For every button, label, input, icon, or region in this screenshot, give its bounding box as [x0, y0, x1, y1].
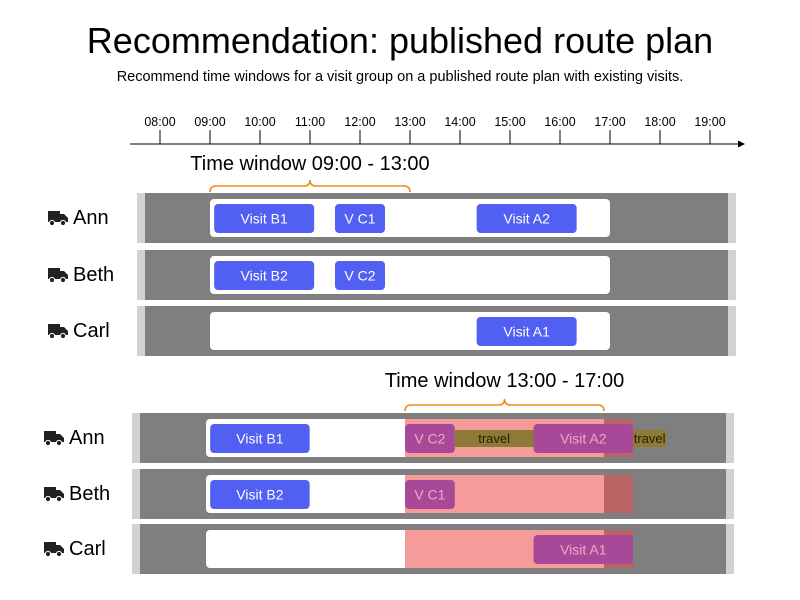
lane-beth: Beth Visit B2 V C2: [48, 250, 736, 300]
visit-block[interactable]: [334, 204, 385, 233]
lane-fade-right: [728, 193, 736, 243]
visit-label: Visit A1: [560, 542, 607, 558]
lane-carl: Carl Visit A1: [48, 306, 736, 356]
time-tick-label: 08:00: [144, 115, 175, 129]
time-tick-label: 16:00: [544, 115, 575, 129]
time-window-bracket: [209, 179, 411, 193]
visit-label: V C1: [344, 211, 375, 227]
visit-label: Visit B2: [241, 268, 288, 284]
recommended-visit-block[interactable]: [405, 480, 455, 509]
lane-name: Carl: [73, 320, 110, 342]
visit-block[interactable]: [214, 261, 315, 290]
visit-block[interactable]: [476, 204, 577, 233]
truck-icon: [44, 487, 64, 503]
time-tick-label: 14:00: [444, 115, 475, 129]
time-tick-label: 11:00: [295, 115, 325, 129]
time-tick-label: 17:00: [594, 115, 625, 129]
visit-block[interactable]: [210, 480, 310, 509]
lane-ann: Ann Visit B1 V C2 travel Visit A2 travel: [44, 413, 734, 463]
truck-icon: [48, 211, 68, 227]
lane-fade-left: [137, 193, 145, 243]
visit-label: Visit B2: [236, 487, 283, 503]
travel-segment: [454, 430, 534, 447]
time-tick-label: 10:00: [244, 115, 275, 129]
time-tick-label: 12:00: [344, 115, 375, 129]
recommended-visit-block[interactable]: [533, 424, 634, 453]
lane-beth: Beth Visit B2 V C1: [44, 469, 734, 519]
visit-block[interactable]: [334, 261, 385, 290]
lane-fade-right: [726, 524, 734, 574]
lane-carl: Carl Visit A1: [44, 524, 734, 574]
truck-icon: [44, 542, 64, 558]
lane-fade-left: [132, 413, 140, 463]
lane-fade-right: [728, 306, 736, 356]
lane-name: Ann: [73, 207, 109, 229]
visit-label: Visit A1: [503, 324, 550, 340]
travel-label: travel: [478, 431, 510, 446]
visit-label: Visit B1: [241, 211, 288, 227]
lane-name: Carl: [69, 538, 106, 560]
visit-block[interactable]: [476, 317, 577, 346]
lane-fade-left: [132, 469, 140, 519]
visit-label: V C1: [414, 487, 445, 503]
lane-fade-right: [728, 250, 736, 300]
lane-fade-right: [726, 469, 734, 519]
recommended-zone-overflow: [604, 475, 634, 513]
travel-segment: [633, 430, 667, 447]
visit-block[interactable]: [214, 204, 315, 233]
lane-fade-left: [137, 306, 145, 356]
page-title: Recommendation: published route plan: [86, 20, 714, 61]
page-subtitle: Recommend time windows for a visit group…: [116, 69, 684, 85]
lane-ann: Ann Visit B1 V C1 Visit A2: [48, 193, 736, 243]
visit-block[interactable]: [210, 424, 310, 453]
lane-name: Beth: [69, 483, 110, 505]
recommended-visit-block[interactable]: [533, 535, 634, 564]
time-tick-label: 13:00: [394, 115, 425, 129]
lane-name: Ann: [69, 427, 105, 449]
time-window-bracket: [404, 398, 605, 412]
time-window-label: Time window 13:00 - 17:00: [385, 370, 624, 392]
visit-label: Visit A2: [503, 211, 550, 227]
truck-icon: [44, 431, 64, 447]
time-tick-label: 19:00: [694, 115, 725, 129]
travel-label: travel: [634, 431, 666, 446]
visit-label: Visit B1: [236, 431, 283, 447]
visit-label: V C2: [344, 268, 375, 284]
truck-icon: [48, 268, 68, 284]
recommended-visit-block[interactable]: [405, 424, 455, 453]
visit-label: V C2: [414, 431, 445, 447]
time-axis-arrow: [738, 140, 745, 148]
lane-fade-right: [726, 413, 734, 463]
time-tick-label: 15:00: [494, 115, 525, 129]
lane-fade-left: [137, 250, 145, 300]
visit-label: Visit A2: [560, 431, 607, 447]
lane-name: Beth: [73, 264, 114, 286]
truck-icon: [48, 324, 68, 340]
time-window-label: Time window 09:00 - 13:00: [190, 153, 429, 175]
lane-fade-left: [132, 524, 140, 574]
time-tick-label: 18:00: [644, 115, 675, 129]
time-tick-label: 09:00: [194, 115, 225, 129]
